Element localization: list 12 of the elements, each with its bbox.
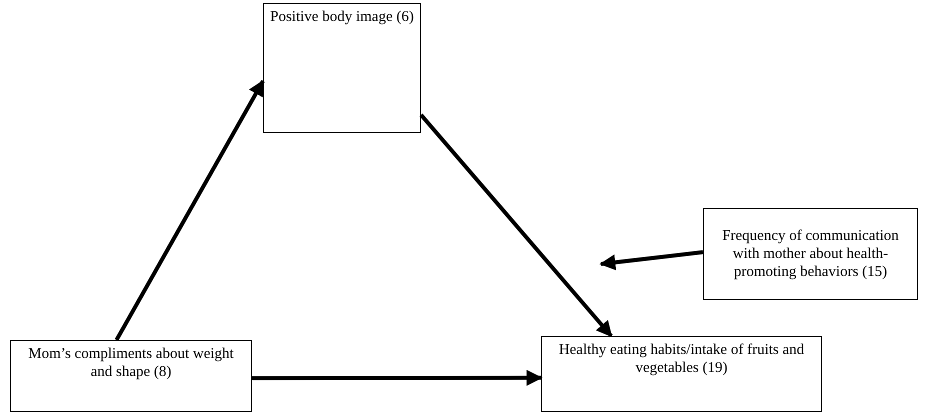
node-label: Mom’s compliments about weight and shape (8) bbox=[27, 345, 235, 381]
variable-box bbox=[703, 208, 918, 300]
node-label: Healthy eating habits/intake of fruits and vegetables (19) bbox=[558, 341, 806, 377]
arrow bbox=[114, 80, 265, 341]
node-label: Positive body image (6) bbox=[270, 8, 414, 26]
arrow bbox=[252, 370, 543, 386]
arrow bbox=[419, 114, 613, 338]
node-label: Frequency of communication with mother about health-promoting behaviors (15) bbox=[721, 227, 900, 281]
variable-box bbox=[10, 340, 252, 412]
moderator-arrow bbox=[599, 250, 704, 270]
variable-box bbox=[541, 336, 822, 412]
variable-box bbox=[263, 3, 421, 133]
